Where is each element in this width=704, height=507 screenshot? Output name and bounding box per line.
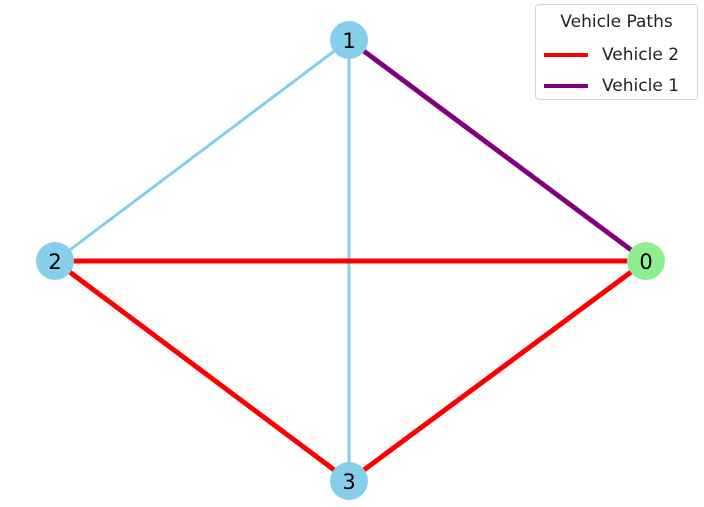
node-label-0: 0: [639, 250, 652, 274]
edge-2-3: [53, 258, 351, 484]
node-0: 0: [627, 242, 665, 280]
legend-entry-vehicle-2: Vehicle 2: [544, 43, 679, 67]
legend-label-vehicle-1: Vehicle 1: [602, 76, 680, 96]
edge-layer: [53, 37, 648, 484]
node-circle-0: [627, 242, 665, 280]
legend-swatch-vehicle-1: [544, 84, 588, 88]
legend-label-vehicle-2: Vehicle 2: [602, 45, 680, 65]
legend: Vehicle Paths Vehicle 2 Vehicle 1: [535, 4, 698, 100]
node-1: 1: [330, 21, 368, 59]
node-3: 3: [330, 462, 368, 500]
edge-0-1: [347, 37, 648, 264]
legend-swatch-vehicle-2: [544, 53, 588, 57]
node-circle-2: [36, 242, 74, 280]
edge-3-0: [347, 258, 648, 484]
node-label-3: 3: [342, 470, 355, 494]
node-circle-3: [330, 462, 368, 500]
node-label-2: 2: [48, 250, 61, 274]
legend-title: Vehicle Paths: [560, 12, 673, 32]
legend-entry-vehicle-1: Vehicle 1: [544, 74, 679, 98]
node-layer: 0 1 2 3: [36, 21, 665, 500]
edge-1-2: [54, 38, 350, 263]
node-label-1: 1: [342, 29, 355, 53]
node-2: 2: [36, 242, 74, 280]
node-circle-1: [330, 21, 368, 59]
